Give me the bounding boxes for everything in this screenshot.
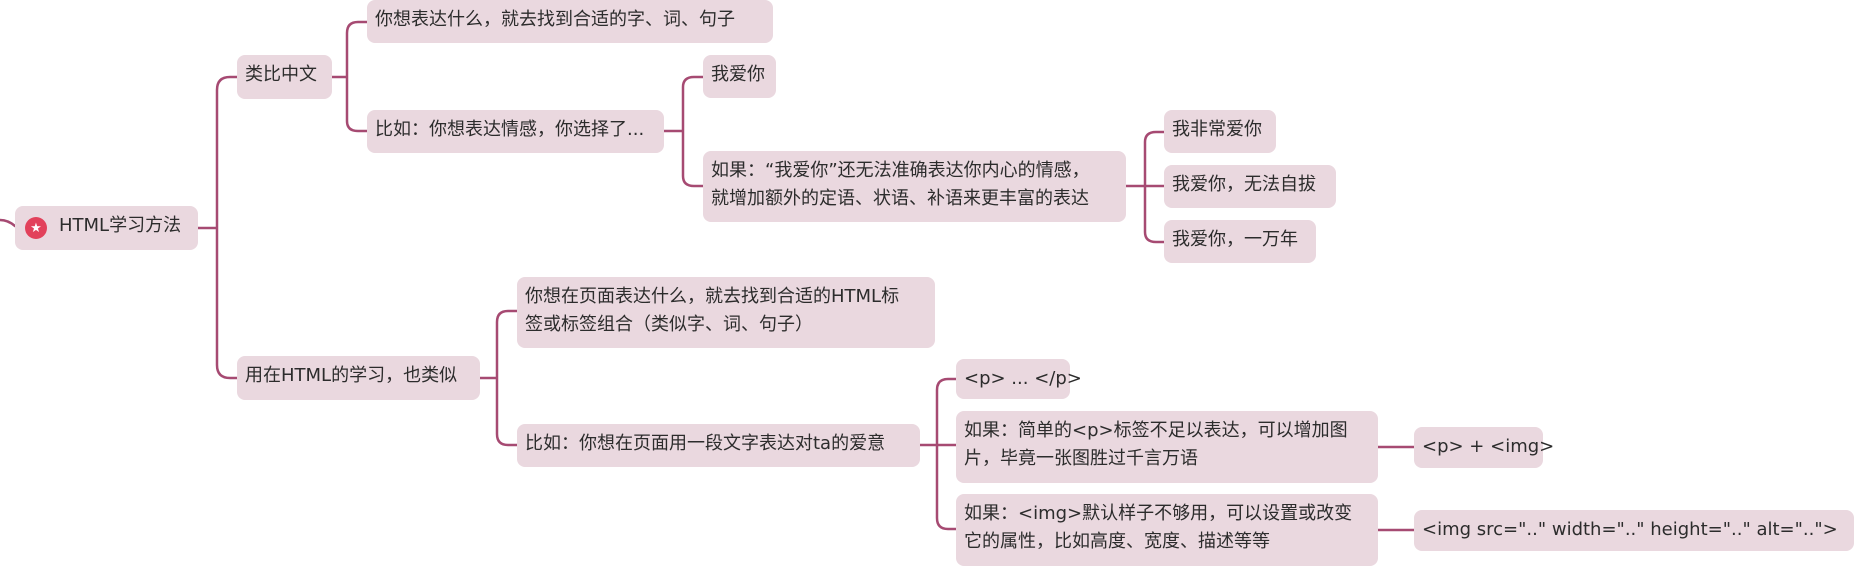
topic-html-learning[interactable]: 用在HTML的学习，也类似 [237,356,480,400]
find-tags-line-1: 你想在页面表达什么，就去找到合适的HTML标 [525,286,900,307]
connector-html-children [478,309,519,447]
topic-find-tags[interactable]: 你想在页面表达什么，就去找到合适的HTML标 签或标签组合（类似字、词、句子） [517,277,935,348]
topic-variant-2[interactable]: 我爱你，无法自拔 [1164,165,1336,208]
connector-html-example-children [918,377,958,531]
html-example-label: 比如：你想在页面用一段文字表达对ta的爱意 [525,433,886,454]
topic-analogy-chinese[interactable]: 类比中文 [237,55,332,99]
topic-img-attributes[interactable]: <img src=".." width=".." height=".." alt… [1414,510,1854,551]
example-emotion-label: 比如：你想表达情感，你选择了... [375,119,645,140]
if-not-enough-line-2: 就增加额外的定语、状语、补语来更丰富的表达 [711,188,1089,209]
connector-root-stub [0,218,17,228]
topic-if-p-not-enough[interactable]: 如果：简单的<p>标签不足以表达，可以增加图 片，毕竟一张图胜过千言万语 [956,411,1378,483]
if-img-line-2: 它的属性，比如高度、宽度、描述等等 [964,531,1270,552]
topic-analogy-label: 类比中文 [245,64,317,85]
img-attributes-label: <img src=".." width=".." height=".." alt… [1422,519,1838,540]
html-learning-label: 用在HTML的学习，也类似 [245,365,458,386]
topic-variant-3[interactable]: 我爱你，一万年 [1164,220,1316,263]
find-words-label: 你想表达什么，就去找到合适的字、词、句子 [375,9,735,30]
root-label: HTML学习方法 [59,215,182,236]
connector-variants [1124,130,1166,244]
variant-3-label: 我爱你，一万年 [1172,229,1298,250]
topic-if-not-enough[interactable]: 如果：“我爱你”还无法准确表达你内心的情感， 就增加额外的定语、状语、补语来更丰… [703,151,1126,222]
connector-root-branches [196,75,239,380]
variant-2-label: 我爱你，无法自拔 [1172,174,1316,195]
love-you-label: 我爱你 [711,64,765,85]
topic-example-emotion[interactable]: 比如：你想表达情感，你选择了... [367,110,664,153]
if-not-enough-line-1: 如果：“我爱你”还无法准确表达你内心的情感， [711,160,1090,181]
find-tags-line-2: 签或标签组合（类似字、词、句子） [525,314,813,335]
if-p-line-1: 如果：简单的<p>标签不足以表达，可以增加图 [964,420,1348,441]
topic-p-plus-img[interactable]: <p> + <img> [1414,427,1554,468]
if-img-line-1: 如果：<img>默认样子不够用，可以设置或改变 [964,503,1353,524]
connector-analogy-children [330,20,369,133]
topic-if-img-not-enough[interactable]: 如果：<img>默认样子不够用，可以设置或改变 它的属性，比如高度、宽度、描述等… [956,494,1378,566]
topic-find-words[interactable]: 你想表达什么，就去找到合适的字、词、句子 [367,0,773,43]
p-plus-img-label: <p> + <img> [1422,436,1555,457]
p-tag-label: <p> ... </p> [964,368,1082,389]
topic-html-example[interactable]: 比如：你想在页面用一段文字表达对ta的爱意 [517,424,920,467]
topic-p-tag[interactable]: <p> ... </p> [956,359,1082,399]
star-icon: ★ [25,217,47,239]
root-node[interactable]: ★ HTML学习方法 [15,206,198,250]
topic-variant-1[interactable]: 我非常爱你 [1164,110,1276,153]
if-p-line-2: 片，毕竟一张图胜过千言万语 [964,448,1198,469]
connector-example-children [662,75,705,188]
variant-1-label: 我非常爱你 [1172,119,1262,140]
topic-love-you[interactable]: 我爱你 [703,55,776,98]
